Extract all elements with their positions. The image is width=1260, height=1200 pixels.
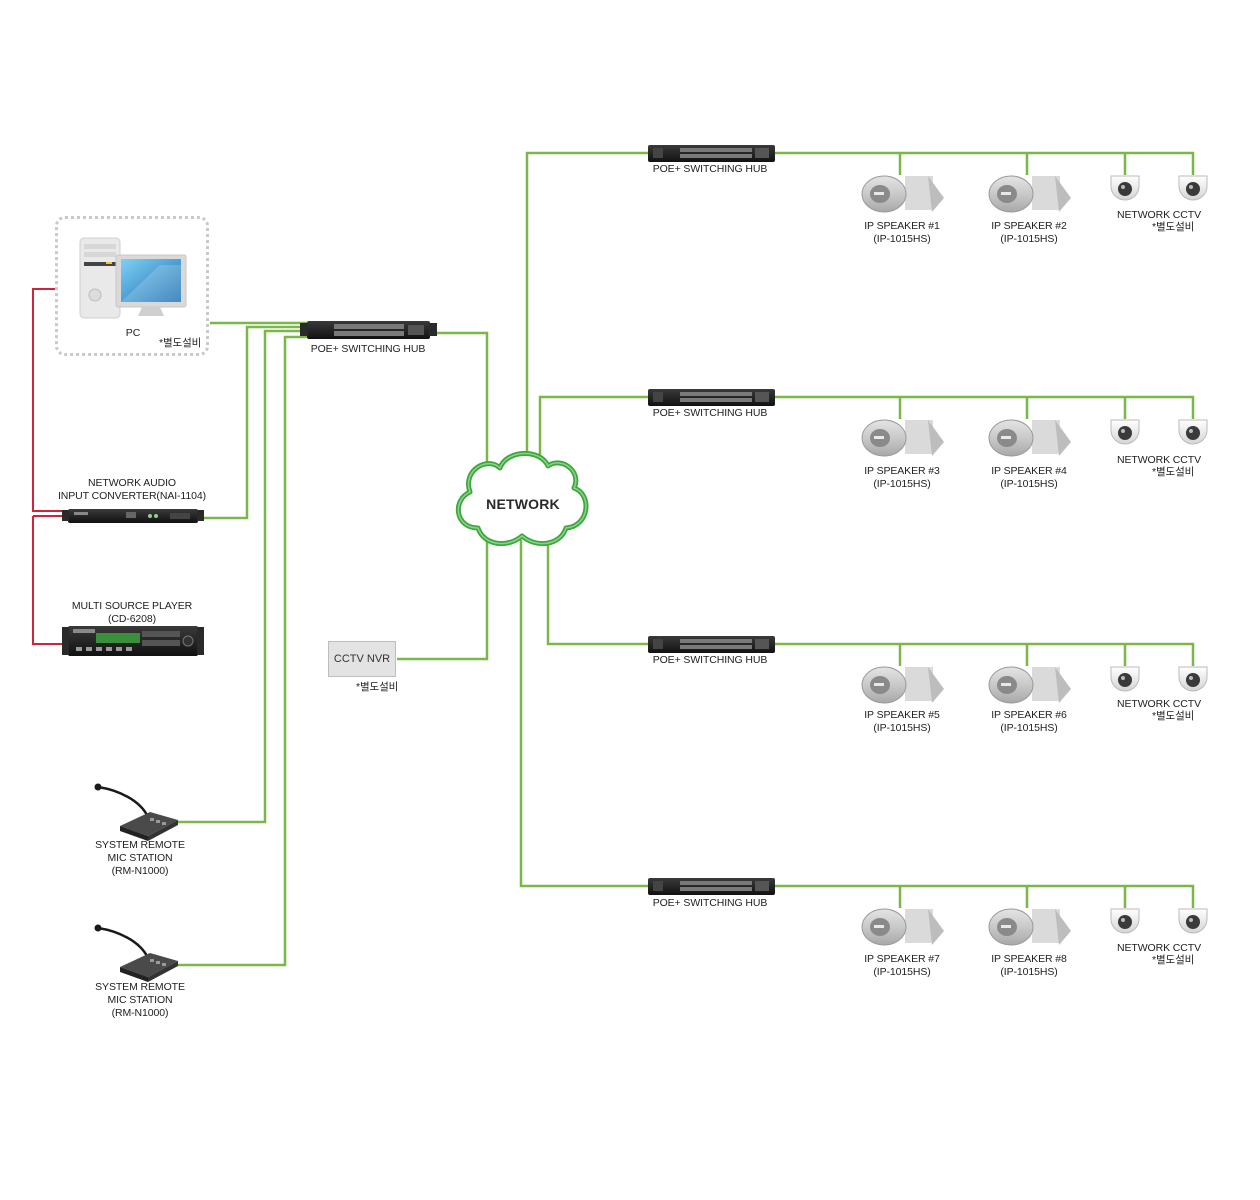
- branch3-cctv-note: *별도설비: [1152, 710, 1195, 722]
- branch1-hub-label: POE+ SWITCHING HUB: [652, 163, 768, 175]
- line-hub-cloud: [430, 331, 489, 470]
- line-cloud-branch3: [546, 540, 648, 646]
- branch2-camera2-icon: [1178, 419, 1208, 445]
- branch4-cctv-note: *별도설비: [1152, 954, 1195, 966]
- branch4-speaker1-model: (IP-1015HS): [873, 966, 931, 978]
- branch2-camera1-icon: [1110, 419, 1140, 445]
- branch4-speaker2-model: (IP-1015HS): [1000, 966, 1058, 978]
- mic2-label-line2: MIC STATION: [107, 994, 173, 1006]
- branch3-speaker1-model: (IP-1015HS): [873, 722, 931, 734]
- converter-icon: [62, 509, 204, 523]
- cctv-nvr-note: *별도설비: [356, 681, 399, 693]
- cctv-nvr-label: CCTV NVR: [333, 653, 391, 665]
- bus-branch1: [775, 151, 1195, 175]
- network-lines: [176, 151, 1195, 967]
- branch4-cctv-label: NETWORK CCTV: [1117, 942, 1201, 954]
- branch1-camera2-icon: [1178, 175, 1208, 201]
- player-icon: [62, 626, 204, 656]
- branch4-speaker2-name: IP SPEAKER #8: [991, 953, 1067, 965]
- branch4-camera2-icon: [1178, 908, 1208, 934]
- branch3-speaker1-icon: [861, 666, 944, 704]
- branch1-speaker2-icon: [988, 175, 1071, 213]
- branch1-camera1-icon: [1110, 175, 1140, 201]
- audio-line-pc-converter: [32, 288, 68, 512]
- branch2-speaker1-model: (IP-1015HS): [873, 478, 931, 490]
- branch1-cctv-label: NETWORK CCTV: [1117, 209, 1201, 221]
- branch1-speaker1-name: IP SPEAKER #1: [864, 220, 940, 232]
- line-cloud-branch4: [519, 540, 648, 888]
- branch1-speaker1-model: (IP-1015HS): [873, 233, 931, 245]
- player-label-line1: MULTI SOURCE PLAYER: [71, 600, 193, 612]
- branch2-cctv-note: *별도설비: [1152, 466, 1195, 478]
- branch3-camera2-icon: [1178, 666, 1208, 692]
- main-hub-label: POE+ SWITCHING HUB: [310, 343, 426, 355]
- branch3-hub-icon: [648, 636, 775, 653]
- branch3-hub-label: POE+ SWITCHING HUB: [652, 654, 768, 666]
- cctv-nvr-box: CCTV NVR: [328, 641, 396, 677]
- main-hub-icon: [300, 321, 437, 339]
- branch3-cctv-label: NETWORK CCTV: [1117, 698, 1201, 710]
- drops-branch3: [898, 644, 1127, 666]
- branch3-speaker2-icon: [988, 666, 1071, 704]
- branch3-speaker1-name: IP SPEAKER #5: [864, 709, 940, 721]
- branch4-speaker1-icon: [861, 908, 944, 946]
- drops-branch4: [898, 886, 1127, 908]
- line-mic2-hub: [176, 335, 307, 967]
- mic1-label-line3: (RM-N1000): [111, 865, 169, 877]
- mic2-label-line3: (RM-N1000): [111, 1007, 169, 1019]
- drops-branch1: [898, 153, 1127, 175]
- branch4-speaker2-icon: [988, 908, 1071, 946]
- branch2-speaker2-icon: [988, 419, 1071, 457]
- line-mic1-hub: [176, 329, 307, 824]
- branch4-hub-icon: [648, 878, 775, 895]
- mic-station-1-icon: [94, 783, 178, 841]
- mic-station-2-icon: [94, 924, 178, 982]
- branch1-cctv-note: *별도설비: [1152, 221, 1195, 233]
- drops-branch2: [898, 397, 1127, 419]
- line-cloud-branch1: [525, 151, 648, 470]
- bus-branch4: [775, 884, 1195, 908]
- pc-group-frame: [55, 216, 209, 356]
- branch2-speaker2-model: (IP-1015HS): [1000, 478, 1058, 490]
- line-cloud-branch2a: [538, 395, 548, 470]
- branch4-speaker1-name: IP SPEAKER #7: [864, 953, 940, 965]
- player-label-line2: (CD-6208): [107, 613, 157, 625]
- branch3-speaker2-model: (IP-1015HS): [1000, 722, 1058, 734]
- branch2-hub-icon: [648, 389, 775, 406]
- converter-label-line1: NETWORK AUDIO: [88, 477, 176, 489]
- audio-line-player-converter: [32, 516, 68, 645]
- mic1-label-line1: SYSTEM REMOTE: [95, 839, 185, 851]
- pc-label: PC: [125, 327, 141, 339]
- pc-note: *별도설비: [159, 337, 202, 349]
- bus-branch2: [775, 395, 1195, 419]
- converter-label-line2: INPUT CONVERTER(NAI-1104): [57, 490, 207, 502]
- branch2-cctv-label: NETWORK CCTV: [1117, 454, 1201, 466]
- branch2-speaker2-name: IP SPEAKER #4: [991, 465, 1067, 477]
- branch1-speaker1-icon: [861, 175, 944, 213]
- branch4-hub-label: POE+ SWITCHING HUB: [652, 897, 768, 909]
- branch4-camera1-icon: [1110, 908, 1140, 934]
- line-nvr-cloud: [397, 540, 489, 661]
- branch1-speaker2-name: IP SPEAKER #2: [991, 220, 1067, 232]
- branch2-speaker1-icon: [861, 419, 944, 457]
- mic1-label-line2: MIC STATION: [107, 852, 173, 864]
- branch3-camera1-icon: [1110, 666, 1140, 692]
- bus-branch3: [775, 642, 1195, 666]
- branch2-hub-label: POE+ SWITCHING HUB: [652, 407, 768, 419]
- pc-icon: [79, 237, 187, 319]
- branch3-speaker2-name: IP SPEAKER #6: [991, 709, 1067, 721]
- branch1-speaker2-model: (IP-1015HS): [1000, 233, 1058, 245]
- mic2-label-line1: SYSTEM REMOTE: [95, 981, 185, 993]
- branch1-hub-icon: [648, 145, 775, 162]
- network-cloud-icon: [455, 451, 589, 546]
- branch2-speaker1-name: IP SPEAKER #3: [864, 465, 940, 477]
- line-converter-hub: [198, 325, 307, 520]
- network-cloud-label: NETWORK: [486, 496, 560, 512]
